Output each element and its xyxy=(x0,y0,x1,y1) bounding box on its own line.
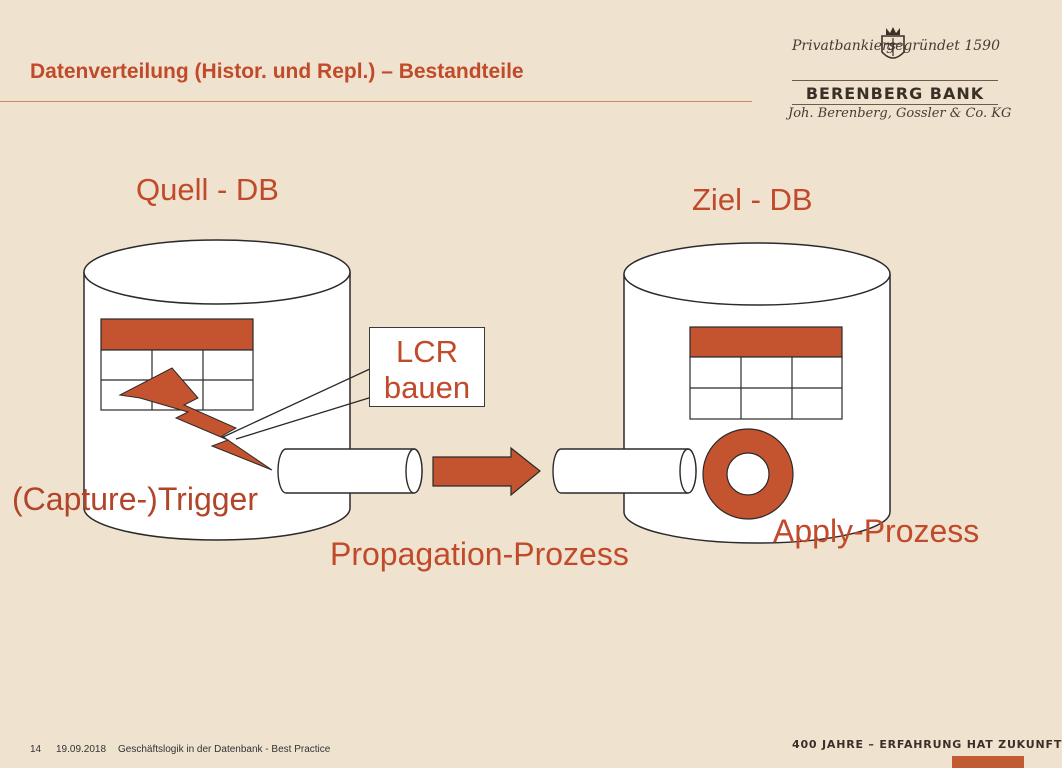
callout-line1: LCR xyxy=(395,334,458,369)
logo-owner: Joh. Berenberg, Gossler & Co. KG xyxy=(788,106,1012,121)
logo-rule-top xyxy=(792,80,998,81)
apply-label: Apply-Prozess xyxy=(773,513,980,549)
callout-line2: bauen xyxy=(383,370,471,405)
corner-accent xyxy=(952,756,1024,768)
slide-title: Datenverteilung (Histor. und Repl.) – Be… xyxy=(30,60,524,83)
logo-bank-name: BERENBERG BANK xyxy=(805,84,985,103)
replication-diagram xyxy=(83,239,891,544)
propagation-label: Propagation-Prozess xyxy=(330,536,629,572)
propagation-arrow-icon xyxy=(432,446,541,497)
logo-tagline-left: Privatbankiers xyxy=(792,38,896,54)
slide: Datenverteilung (Histor. und Repl.) – Be… xyxy=(0,18,1061,768)
lcr-callout: LCR bauen xyxy=(369,327,485,407)
target-queue-pipe xyxy=(552,448,697,494)
footer-text: Geschäftslogik in der Datenbank - Best P… xyxy=(118,744,331,755)
footer-date: 19.09.2018 xyxy=(56,744,107,755)
source-queue-pipe xyxy=(277,448,423,494)
apply-ring-icon xyxy=(702,428,794,520)
logo-tagline-right: gegründet 1590 xyxy=(886,38,1000,54)
source-db-label: Quell - DB xyxy=(136,172,279,207)
logo-rule-bottom xyxy=(792,104,998,105)
title-divider xyxy=(0,101,752,102)
bank-logo: Privatbankiers gegründet 1590 BERENBERG … xyxy=(788,18,1012,121)
page-number: 14 xyxy=(30,744,42,755)
crest-icon xyxy=(881,27,905,59)
callout-pointer xyxy=(222,367,373,440)
target-table-icon xyxy=(689,326,843,420)
footer-motto: 400 JAHRE – ERFAHRUNG HAT ZUKUNFT xyxy=(792,738,1062,751)
lightning-bolt-icon xyxy=(118,367,273,471)
target-db-label: Ziel - DB xyxy=(692,182,813,217)
trigger-label: (Capture-)Trigger xyxy=(12,481,258,517)
